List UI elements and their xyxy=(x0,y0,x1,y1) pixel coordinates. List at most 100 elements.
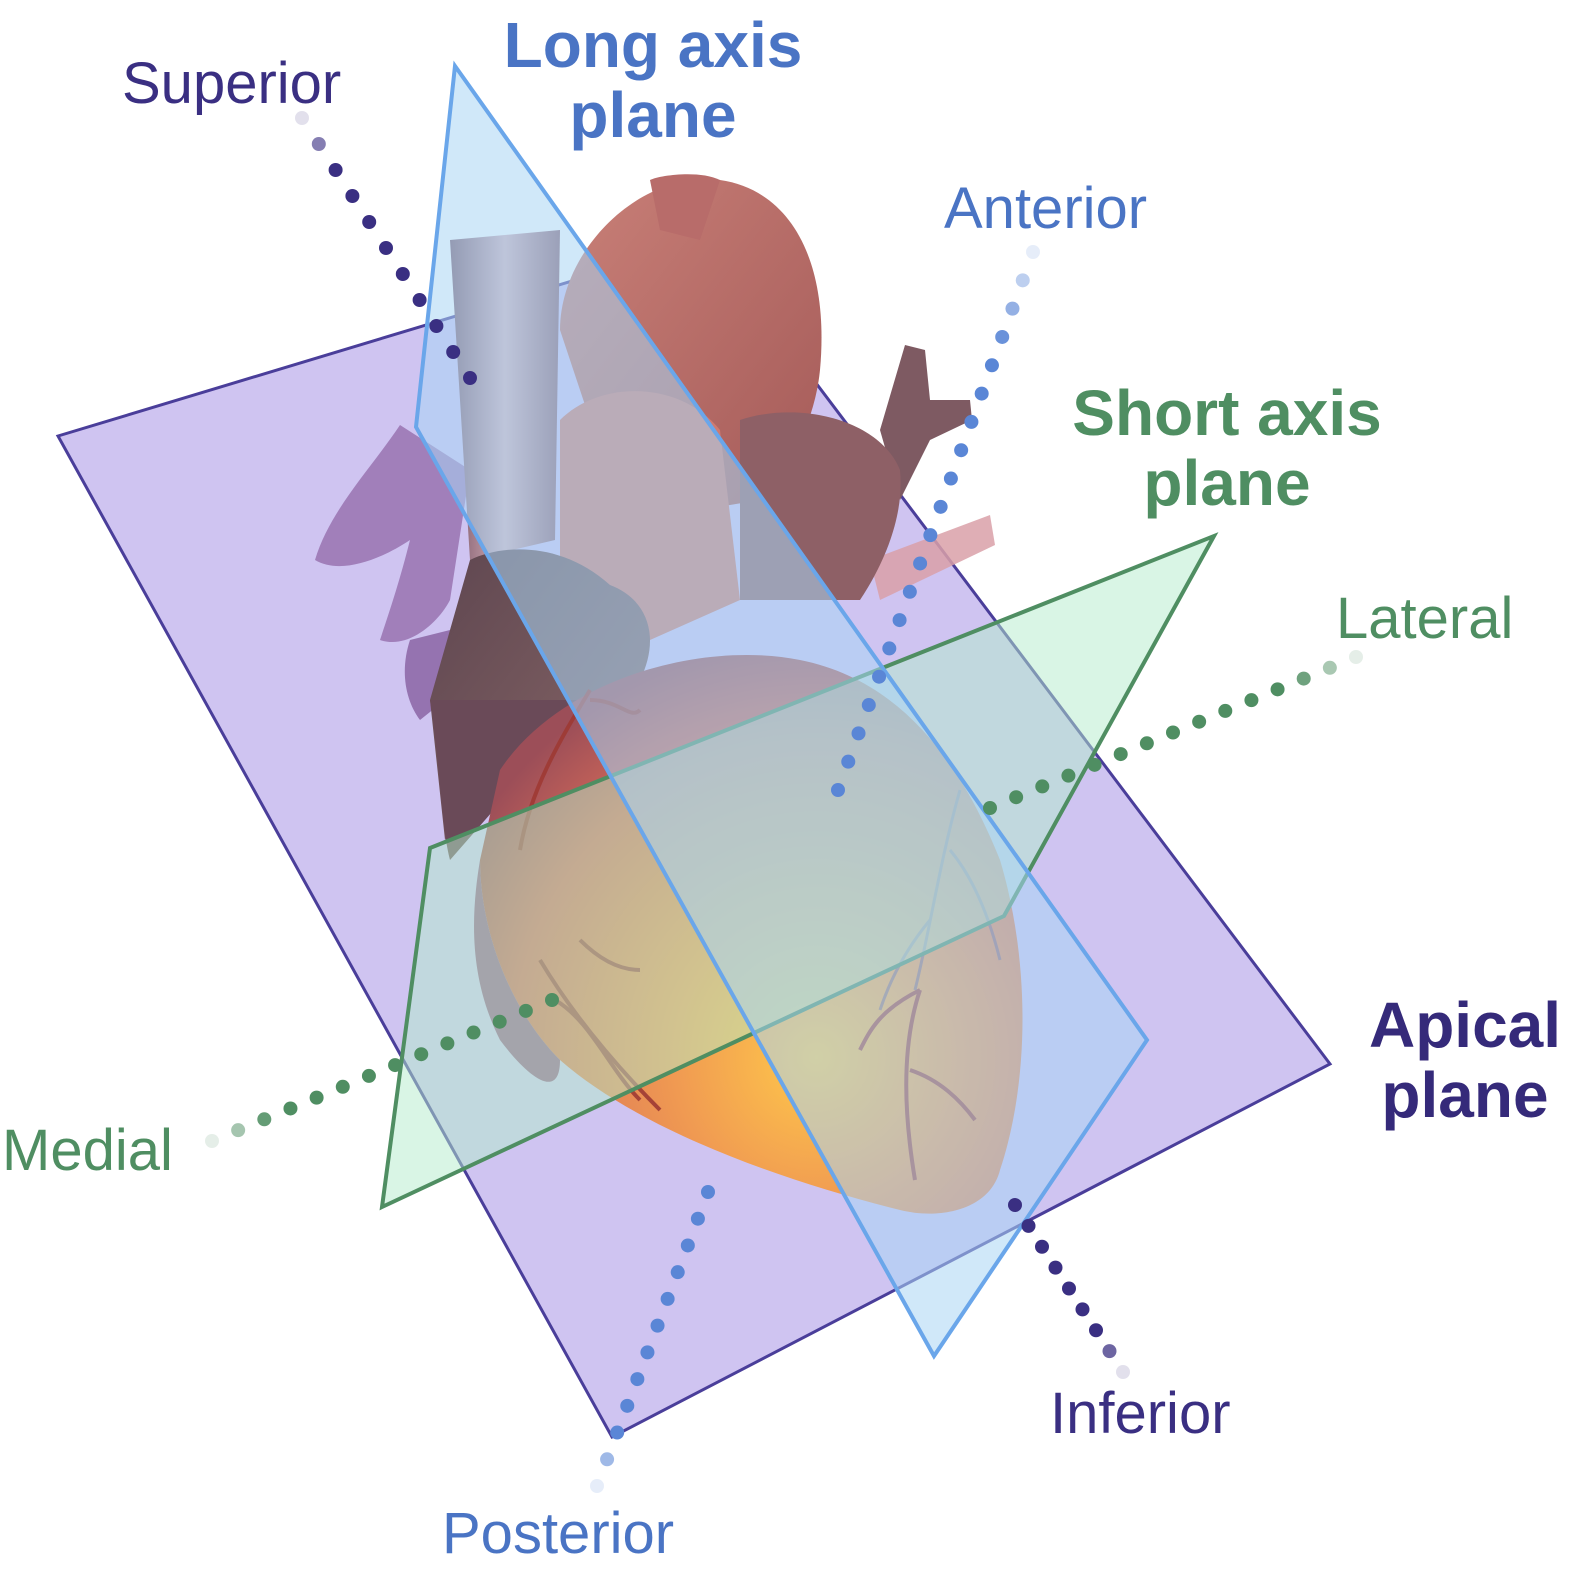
axis-dot xyxy=(943,471,958,486)
axis-dot xyxy=(851,726,866,741)
axis-dot xyxy=(1192,714,1207,729)
axis-dot xyxy=(414,1047,429,1062)
axis-dot xyxy=(1009,790,1024,805)
apical-plane-label: Apical plane xyxy=(1355,990,1575,1131)
axis-dot xyxy=(1026,245,1040,259)
axis-dot xyxy=(630,1372,645,1387)
axis-dot xyxy=(412,293,427,307)
superior-axis xyxy=(295,111,477,385)
axis-dot xyxy=(1296,671,1311,686)
axis-dot xyxy=(984,358,999,373)
axis-dot xyxy=(1102,1344,1117,1359)
axis-dot xyxy=(362,215,377,229)
axis-dot xyxy=(995,329,1010,344)
axis-dot xyxy=(1035,1239,1049,1254)
short-axis-plane-label: Short axis plane xyxy=(1052,378,1402,519)
axis-dot xyxy=(882,641,897,656)
lateral-axis xyxy=(983,650,1363,815)
axis-dot xyxy=(309,1090,324,1105)
long-axis-plane-label-line2: plane xyxy=(569,79,737,152)
axis-dot xyxy=(861,698,876,713)
axis-dot xyxy=(983,801,997,815)
axis-dot xyxy=(620,1398,635,1413)
axis-dot xyxy=(1322,660,1337,675)
axis-dot xyxy=(841,754,856,769)
axis-dot xyxy=(388,1058,403,1073)
short-axis-plane-label-line2: plane xyxy=(1143,447,1311,520)
long-axis-plane xyxy=(413,60,1150,1360)
axis-dot xyxy=(205,1134,219,1148)
lateral-label: Lateral xyxy=(1336,586,1514,651)
axis-dot xyxy=(1139,736,1154,751)
axis-dot xyxy=(701,1185,715,1199)
anterior-label: Anterior xyxy=(944,176,1148,241)
axis-dot xyxy=(1116,1365,1130,1379)
long-axis-plane-label-line1: Long axis xyxy=(503,9,803,81)
axis-dot xyxy=(954,443,969,458)
posterior-label: Posterior xyxy=(442,1501,675,1566)
axis-dot xyxy=(1089,1323,1103,1338)
axis-dot xyxy=(902,584,917,599)
axis-dot xyxy=(492,1014,507,1029)
axis-dot xyxy=(466,1025,481,1040)
axis-dot xyxy=(283,1101,298,1116)
axis-dot xyxy=(650,1318,665,1333)
axis-dot xyxy=(1048,1260,1063,1275)
axis-dot xyxy=(518,1003,533,1018)
axis-dot xyxy=(231,1123,246,1138)
apical-plane-label-line1: Apical xyxy=(1368,989,1562,1061)
axis-dot xyxy=(1062,1281,1076,1296)
axis-dot xyxy=(429,319,444,333)
axis-dot xyxy=(295,111,309,125)
axis-dot xyxy=(670,1265,685,1280)
axis-dot xyxy=(446,345,461,359)
axis-dot xyxy=(328,163,343,177)
axis-dot xyxy=(1166,725,1180,740)
axis-dot xyxy=(1061,768,1076,783)
axis-dot xyxy=(1021,1218,1036,1233)
axis-dot xyxy=(660,1291,675,1306)
axis-dot xyxy=(311,137,326,151)
axis-dot xyxy=(1015,273,1030,288)
axis-dot xyxy=(600,1452,615,1467)
axis-dot xyxy=(964,414,979,429)
axis-dot xyxy=(872,669,887,684)
axis-dot xyxy=(1113,747,1128,762)
axis-dot xyxy=(923,528,938,543)
axis-dot xyxy=(335,1079,350,1094)
axis-dot xyxy=(1349,650,1363,664)
axis-dot xyxy=(933,499,948,514)
inferior-axis xyxy=(1008,1198,1130,1379)
short-axis-plane-label-line1: Short axis xyxy=(1072,377,1382,449)
axis-dot xyxy=(892,613,907,628)
axis-dot xyxy=(610,1425,625,1440)
orientation-axes xyxy=(205,111,1363,1493)
axis-dot xyxy=(974,386,989,401)
superior-label: Superior xyxy=(122,51,342,116)
axis-dot xyxy=(379,241,393,255)
axis-dot xyxy=(440,1036,455,1051)
axis-dot xyxy=(640,1345,655,1360)
axis-dot xyxy=(680,1238,695,1253)
anterior-axis xyxy=(831,245,1040,797)
axis-dot xyxy=(1244,693,1259,708)
axis-dot xyxy=(545,993,559,1007)
axis-dot xyxy=(590,1479,604,1493)
axis-dot xyxy=(1008,1198,1022,1212)
axis-dot xyxy=(1087,757,1102,772)
axis-dot xyxy=(257,1112,272,1127)
medial-label: Medial xyxy=(2,1118,173,1183)
apical-plane-label-line2: plane xyxy=(1381,1059,1549,1132)
axis-dot xyxy=(345,189,360,203)
axis-dot xyxy=(463,371,477,385)
axis-dot xyxy=(831,783,845,797)
axis-dot xyxy=(395,267,410,281)
long-axis-plane-label: Long axis plane xyxy=(488,10,818,151)
axis-dot xyxy=(361,1068,376,1083)
inferior-label: Inferior xyxy=(1050,1381,1231,1446)
axis-dot xyxy=(690,1211,705,1226)
axis-dot xyxy=(913,556,928,571)
posterior-axis xyxy=(590,1185,715,1493)
